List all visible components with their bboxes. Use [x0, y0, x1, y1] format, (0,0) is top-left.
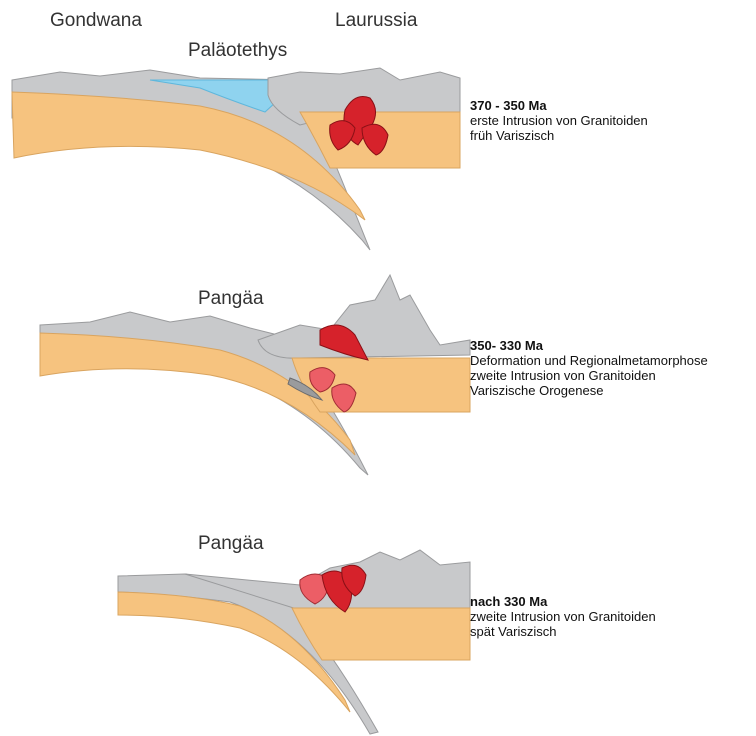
laurussia-crust: [292, 608, 470, 660]
palaeotethys-label: Paläotethys: [188, 40, 287, 62]
stage-annotation-1: 370 - 350 Ma erste Intrusion von Granito…: [470, 98, 648, 143]
stage-line: erste Intrusion von Granitoiden: [470, 113, 648, 128]
stage-annotation-3: nach 330 Ma zweite Intrusion von Granito…: [470, 594, 656, 639]
stage-line: Deformation und Regionalmetamorphose: [470, 353, 708, 368]
stage-annotation-2: 350- 330 Ma Deformation und Regionalmeta…: [470, 338, 708, 398]
stage-3-cross-section: [118, 550, 470, 734]
laurussia-lithosphere: [258, 275, 470, 358]
stage-line: früh Variszisch: [470, 128, 648, 143]
stage-line: zweite Intrusion von Granitoiden: [470, 368, 708, 383]
stage-title: nach 330 Ma: [470, 594, 656, 609]
gondwana-label: Gondwana: [50, 10, 142, 32]
stage-line: spät Variszisch: [470, 624, 656, 639]
stage-title: 350- 330 Ma: [470, 338, 708, 353]
stage-line: Variszische Orogenese: [470, 383, 708, 398]
pangaea-label-stage-2: Pangäa: [198, 288, 264, 310]
stage-1-cross-section: [12, 68, 460, 250]
pangaea-label-stage-3: Pangäa: [198, 533, 264, 555]
stage-line: zweite Intrusion von Granitoiden: [470, 609, 656, 624]
stage-title: 370 - 350 Ma: [470, 98, 648, 113]
laurussia-label: Laurussia: [335, 10, 417, 32]
